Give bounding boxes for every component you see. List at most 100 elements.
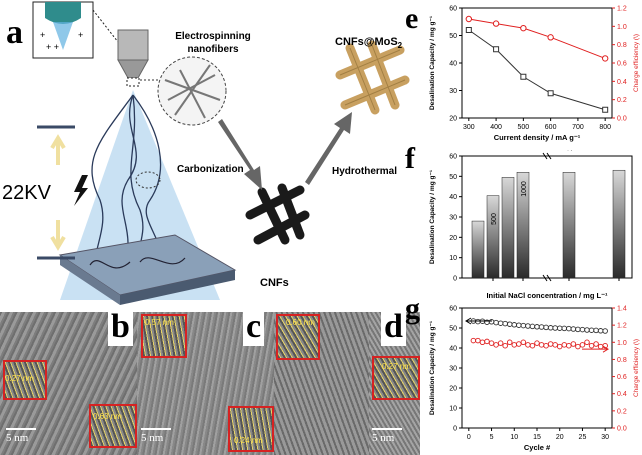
data-point (547, 325, 554, 331)
panel-e-label: e (405, 2, 419, 35)
data-point (525, 323, 531, 329)
x-axis-label: Current density / mA g⁻¹ (494, 133, 581, 142)
data-point (543, 342, 549, 349)
data-point (602, 328, 608, 334)
y-tick-label: 50 (449, 33, 457, 40)
cnfs-mos2-sub: 2 (397, 41, 403, 51)
data-point (579, 326, 586, 333)
data-point (520, 24, 527, 32)
panel-d-label: d (381, 308, 406, 346)
data-point (588, 327, 595, 333)
y-tick-label: 40 (449, 61, 457, 68)
voltage-label: 22KV (2, 182, 51, 204)
bar (612, 169, 626, 279)
axis-break (542, 152, 548, 160)
y2-tick-label: 0.8 (617, 42, 627, 49)
y-tick-label: 50 (449, 174, 457, 181)
data-point (547, 341, 554, 347)
panel-a-label: a (6, 14, 23, 51)
data-point (575, 343, 581, 350)
data-point (570, 326, 577, 332)
panel-b-label: b (108, 308, 133, 346)
panel-f-label: f (405, 142, 415, 175)
y-tick-label: 60 (449, 306, 457, 313)
bar (562, 172, 576, 279)
panel-g-label: g (405, 292, 420, 325)
data-point (525, 342, 531, 348)
axis-break (542, 274, 548, 282)
data-point (556, 325, 563, 331)
svg-text:+: + (40, 30, 45, 40)
data-point (465, 15, 473, 23)
data-point (520, 339, 527, 346)
data-point (584, 339, 590, 346)
y2-tick-label: 0.4 (617, 391, 627, 398)
hydrothermal-label: Hydrothermal (332, 166, 398, 177)
data-point (597, 328, 604, 334)
data-point (547, 90, 554, 97)
data-point (561, 325, 568, 332)
cnfs-mos2-label: CNFs@MoS2 (335, 36, 402, 50)
y2-tick-label: 1.2 (617, 6, 627, 13)
x-tick-label: 500 (491, 213, 498, 225)
y2-tick-label: 1.4 (617, 306, 627, 313)
svg-text:+ +: + + (46, 42, 59, 52)
y-tick-label: 0 (453, 276, 457, 283)
data-point (552, 325, 558, 331)
data-point (579, 342, 586, 348)
y-tick-label: 30 (449, 366, 457, 373)
x-tick-label: 30 (601, 434, 609, 441)
data-point (543, 324, 549, 331)
scale-bar-b2 (141, 428, 171, 430)
electrospinning-label: Electrospinning nanofibers (175, 31, 251, 55)
carbonization-label: Carbonization (177, 164, 244, 175)
y-tick-label: 60 (449, 154, 457, 161)
scale-label-b: 5 nm (6, 432, 29, 444)
data-point (570, 341, 577, 347)
data-point (534, 324, 540, 330)
x-tick-label: 2000 (567, 150, 574, 151)
y-tick-label: 30 (449, 88, 457, 95)
syringe (117, 29, 149, 87)
data-point (538, 324, 545, 330)
carbonization-arrow (218, 119, 262, 190)
x-tick-label: 15 (533, 434, 541, 441)
lightning-icon (74, 175, 88, 206)
left-axis-arrow (465, 317, 492, 325)
data-point (601, 55, 609, 62)
y-tick-label: 20 (449, 386, 457, 393)
y-tick-label: 40 (449, 346, 457, 353)
data-point (488, 319, 495, 325)
data-point (520, 73, 527, 80)
y2-tick-label: 0.2 (617, 408, 627, 415)
y-tick-label: 50 (449, 326, 457, 333)
tem-inset-b3: 0.57 nm (141, 314, 187, 358)
y2-axis-label: Charge efficiency (\) (633, 339, 640, 397)
y-tick-label: 10 (449, 406, 457, 413)
y2-tick-label: 0.2 (617, 97, 627, 104)
data-point (588, 342, 595, 349)
x-tick-label: 800 (599, 124, 611, 131)
y2-tick-label: 1.2 (617, 323, 627, 330)
cnfs-mos2-icon (335, 40, 410, 115)
x-tick-label: 500 (518, 124, 530, 131)
tem-inset-b2: 0.63 nm (89, 404, 137, 448)
data-point (516, 341, 522, 347)
y2-tick-label: 0.6 (617, 61, 627, 68)
x-tick-label: 0 (467, 434, 471, 441)
y-tick-label: 10 (449, 255, 457, 262)
plot-frame (461, 7, 613, 119)
data-point (493, 46, 500, 53)
data-point (488, 340, 495, 346)
x-tick-label: 300 (463, 124, 475, 131)
tem-inset-d: 0.27 nm (372, 356, 420, 400)
data-point (502, 320, 508, 327)
data-point (465, 27, 472, 33)
data-point (593, 341, 599, 347)
data-point (552, 342, 558, 348)
y2-tick-label: 0.8 (617, 357, 627, 364)
x-tick-label: 700 (572, 124, 584, 131)
x-tick-label: 600 (545, 124, 557, 131)
